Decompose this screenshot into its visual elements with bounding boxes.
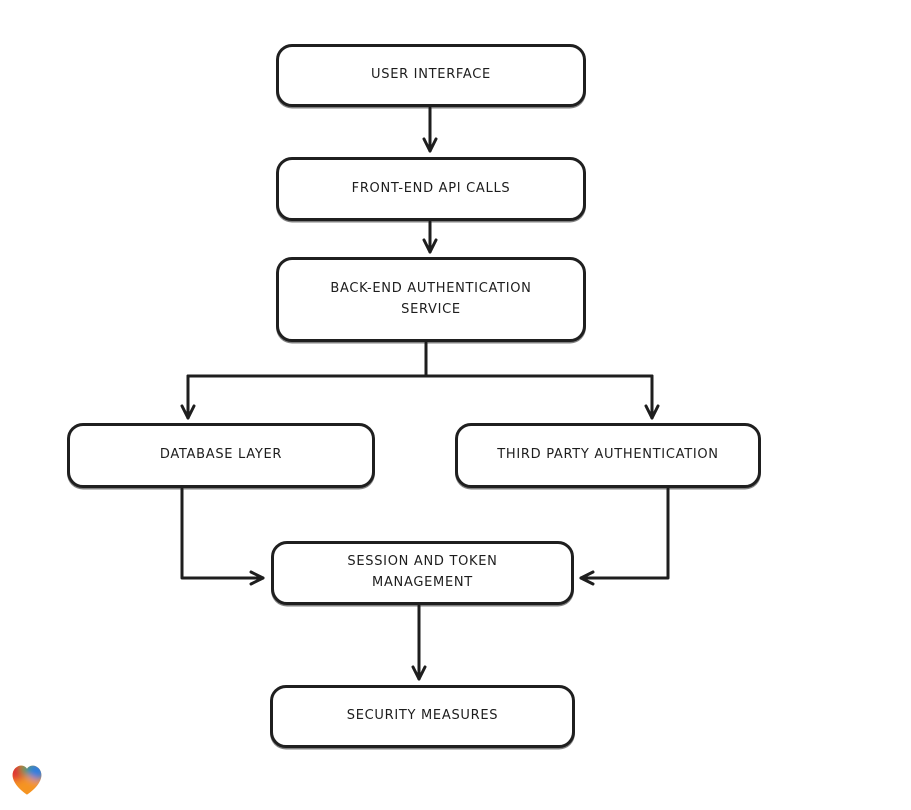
node-label-database-layer: DATABASE LAYER	[159, 447, 283, 463]
node-security-measures: SECURITY MEASURES	[270, 685, 575, 748]
node-session-and-token-management: SESSION AND TOKEN MANAGEMENT	[271, 541, 574, 605]
node-front-end-api-calls: FRONT-END API CALLS	[276, 157, 586, 221]
edge-thirdparty-to-session	[579, 487, 670, 586]
heart-icon	[9, 761, 45, 799]
node-back-end-authentication-service: BACK-END AUTHENTICATION SERVICE	[276, 257, 586, 342]
node-label-front-end-api-calls: FRONT-END API CALLS	[351, 180, 511, 196]
edge-database-to-session	[180, 487, 265, 586]
node-third-party-authentication: THIRD PARTY AUTHENTICATION	[455, 423, 761, 488]
node-label-security-measures: SECURITY MEASURES	[346, 708, 499, 724]
node-database-layer: DATABASE LAYER	[67, 423, 375, 488]
node-label-third-party-authentication: THIRD PARTY AUTHENTICATION	[497, 447, 719, 463]
edge-backend-branch-trunk	[186, 341, 654, 378]
node-label-back-end-authentication-service: BACK-END AUTHENTICATION SERVICE	[330, 280, 532, 317]
node-label-user-interface: USER INTERFACE	[371, 67, 491, 83]
node-label-session-and-token-management: SESSION AND TOKEN MANAGEMENT	[347, 554, 498, 590]
node-user-interface: USER INTERFACE	[276, 44, 586, 107]
